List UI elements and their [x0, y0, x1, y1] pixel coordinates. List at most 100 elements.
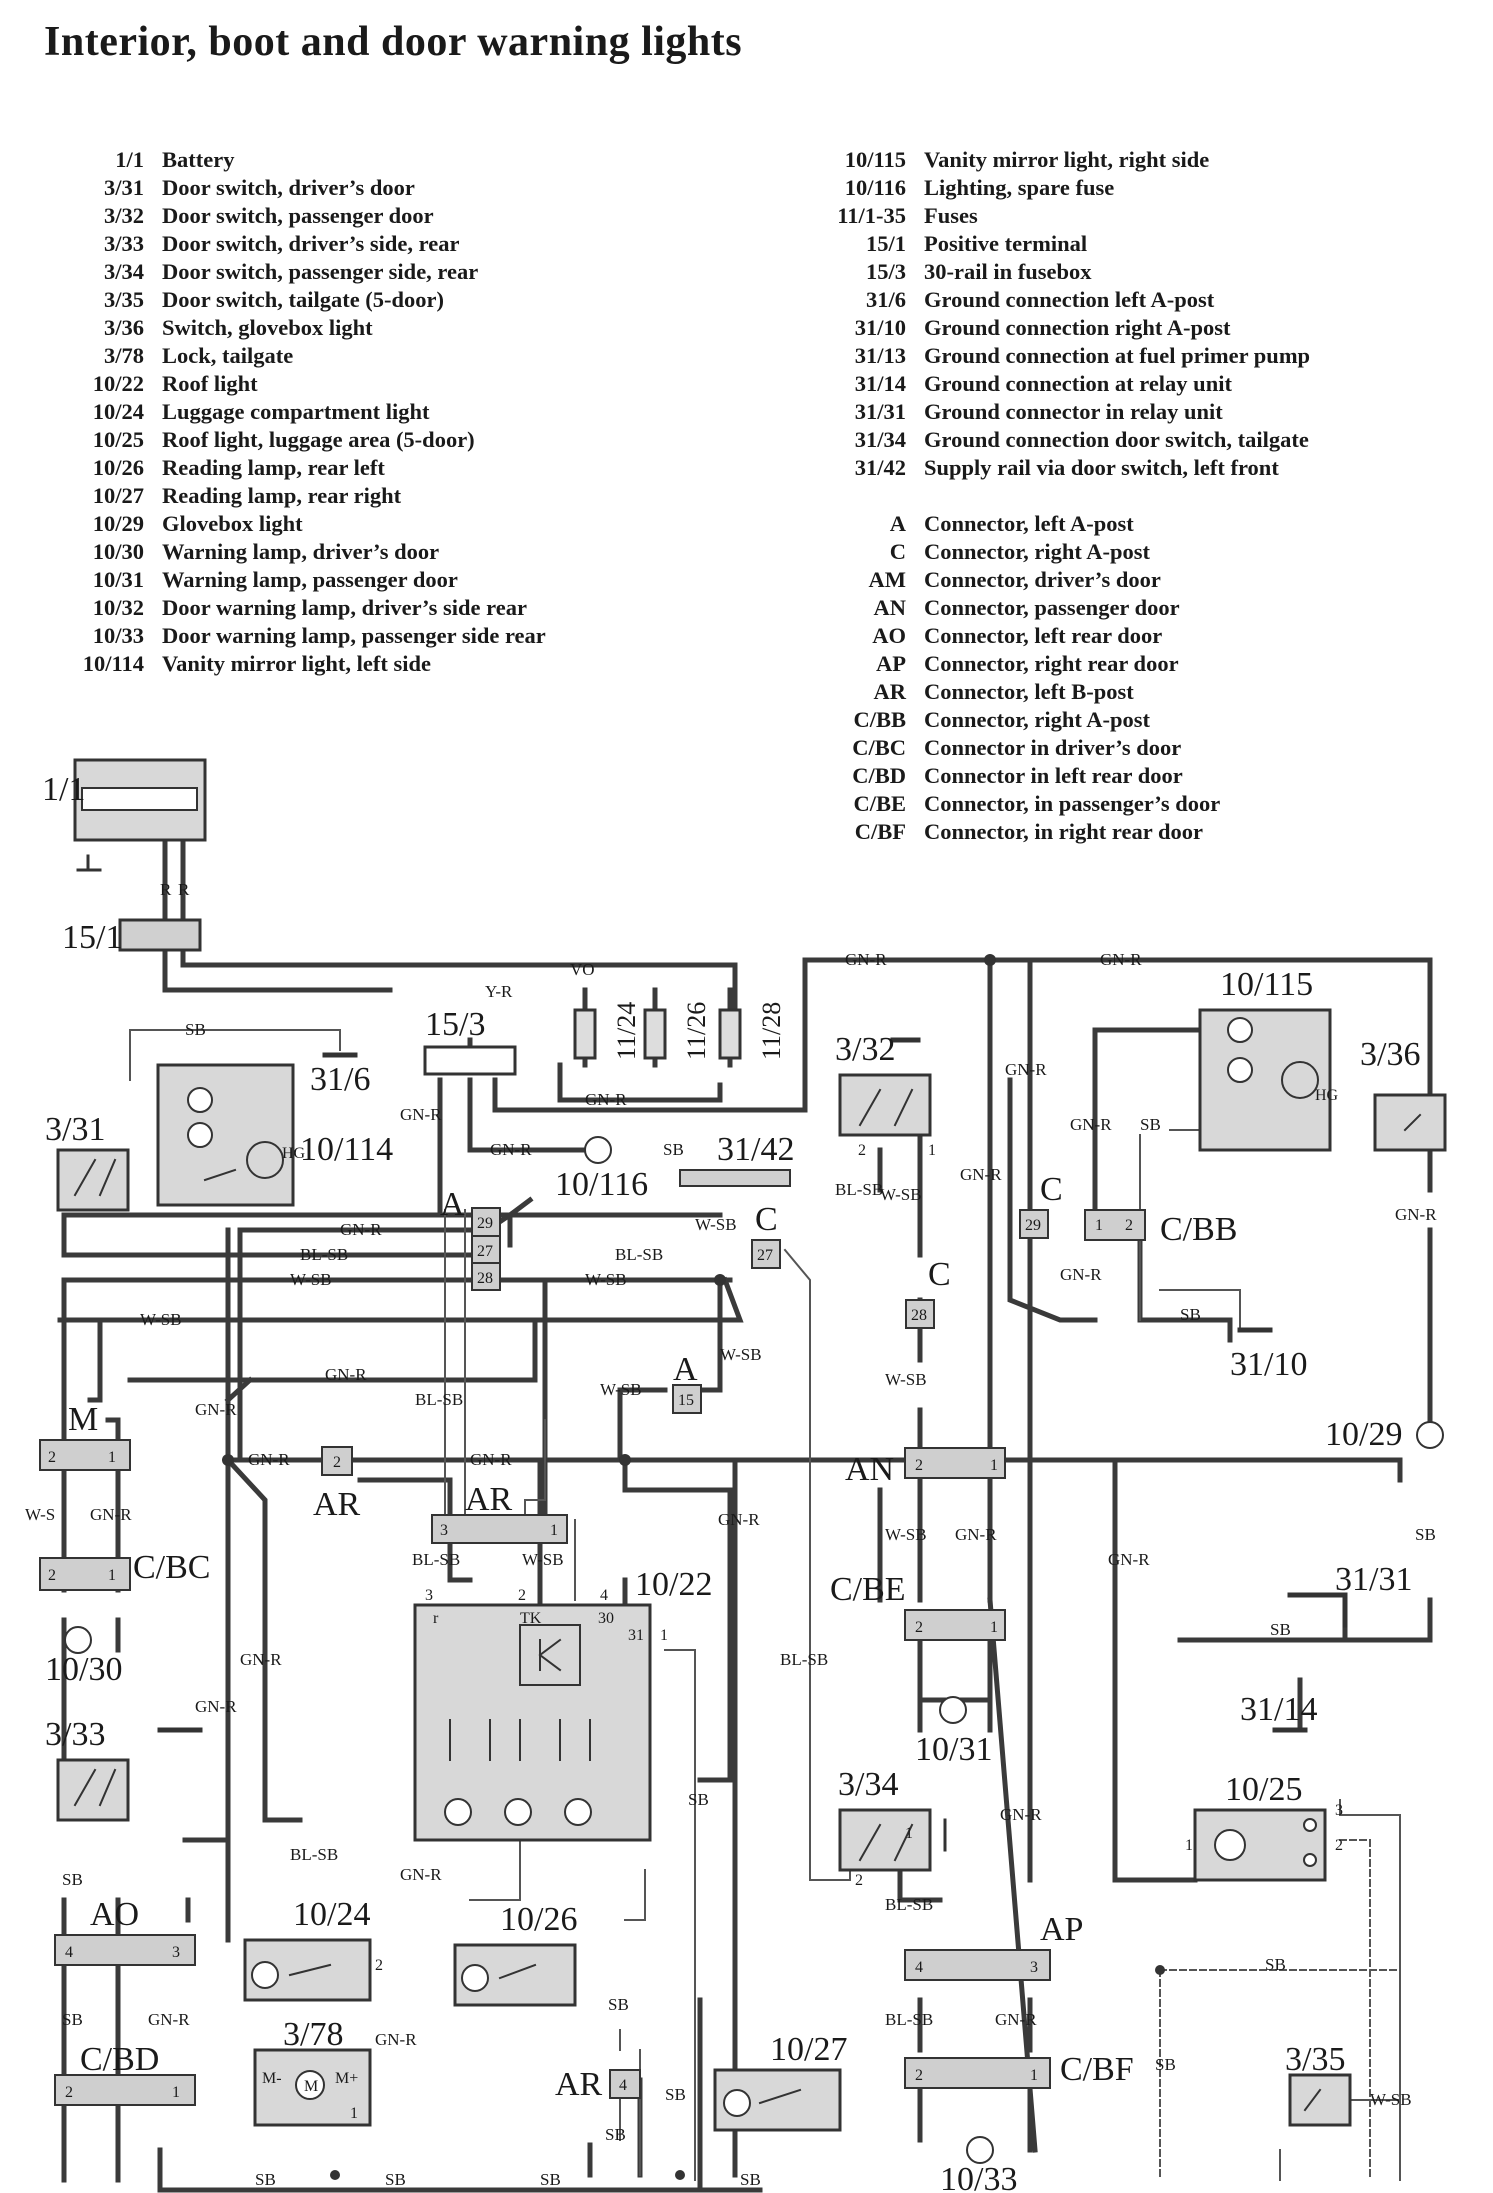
- label-switch-driver-rear: 3/33: [45, 1716, 105, 1753]
- legend-description: Ground connection door switch, tailgate: [924, 427, 1309, 452]
- label-gnd-31-6: 31/6: [310, 1061, 370, 1098]
- fuse-11-28: [718, 1008, 742, 1060]
- svg-text:SB: SB: [540, 2170, 561, 2189]
- svg-text:HG: HG: [1315, 1087, 1339, 1104]
- svg-text:3: 3: [440, 1522, 448, 1539]
- legend-description: Ground connection at fuel primer pump: [924, 343, 1311, 368]
- label-spare-fuse: 10/116: [555, 1166, 648, 1203]
- legend-description: Fuses: [924, 203, 978, 228]
- legend-description: Connector, passenger door: [924, 595, 1180, 620]
- label-connector-c3: C: [1040, 1171, 1063, 1208]
- svg-text:SB: SB: [255, 2170, 276, 2189]
- switch-tailgate: [1288, 2073, 1352, 2127]
- svg-text:M: M: [304, 2078, 318, 2095]
- legend-code: 10/26: [92, 455, 144, 480]
- svg-text:2: 2: [48, 1567, 56, 1584]
- svg-text:SB: SB: [62, 1870, 83, 1889]
- connector-cbc: [39, 1557, 131, 1591]
- svg-text:1: 1: [550, 1522, 558, 1539]
- label-switch-driver: 3/31: [45, 1111, 105, 1148]
- svg-text:R: R: [160, 880, 172, 899]
- svg-text:2: 2: [915, 1619, 923, 1636]
- svg-text:W-SB: W-SB: [880, 1185, 922, 1204]
- legend-description: Connector, driver’s door: [924, 567, 1161, 592]
- connector-cbf: [904, 2057, 1051, 2089]
- legend-description: Door warning lamp, driver’s side rear: [162, 595, 527, 620]
- legend-code: 10/25: [92, 427, 144, 452]
- svg-text:SB: SB: [1265, 1955, 1286, 1974]
- svg-text:GN-R: GN-R: [195, 1697, 237, 1716]
- legend-code: 31/10: [854, 315, 906, 340]
- svg-text:GN-R: GN-R: [1100, 950, 1142, 969]
- legend-description: Lighting, spare fuse: [924, 175, 1115, 200]
- legend-code: 10/114: [82, 651, 144, 676]
- switch-driver-door: [56, 1148, 130, 1212]
- label-connector-an: AN: [845, 1451, 894, 1488]
- svg-text:2: 2: [65, 2084, 73, 2101]
- legend-description: Supply rail via door switch, left front: [924, 455, 1279, 480]
- svg-text:M-: M-: [262, 2070, 282, 2087]
- svg-text:1: 1: [350, 2105, 358, 2122]
- svg-text:28: 28: [911, 1307, 927, 1324]
- legend-description: Connector, right rear door: [924, 651, 1179, 676]
- ground-31-31-symbol: [1287, 1592, 1348, 1628]
- label-connector-c1: C: [755, 1201, 778, 1238]
- svg-text:SB: SB: [62, 2010, 83, 2029]
- legend-code: 31/42: [854, 455, 906, 480]
- legend-description: Roof light, luggage area (5-door): [162, 427, 475, 452]
- svg-text:W-SB: W-SB: [522, 1550, 564, 1569]
- svg-text:2: 2: [375, 1957, 383, 1974]
- svg-text:BL-SB: BL-SB: [415, 1390, 463, 1409]
- svg-text:GN-R: GN-R: [955, 1525, 997, 1544]
- legend-description: Ground connection right A-post: [924, 315, 1231, 340]
- thin-wires: [129, 1029, 1401, 2181]
- legend-code: 10/116: [844, 175, 906, 200]
- svg-text:3: 3: [1335, 1802, 1343, 1819]
- connector-ap: [904, 1949, 1051, 1981]
- legend-code: 3/33: [103, 231, 144, 256]
- legend-description: Reading lamp, rear right: [162, 483, 402, 508]
- svg-text:1: 1: [990, 1457, 998, 1474]
- svg-text:2: 2: [855, 1872, 863, 1889]
- legend-description: Connector, left B-post: [924, 679, 1134, 704]
- svg-text:SB: SB: [1180, 1305, 1201, 1324]
- legend-code: 31/31: [854, 399, 906, 424]
- svg-text:GN-R: GN-R: [248, 1450, 290, 1469]
- svg-text:GN-R: GN-R: [1060, 1265, 1102, 1284]
- legend-description: Door switch, passenger door: [162, 203, 434, 228]
- label-gnd-31-31: 31/31: [1335, 1561, 1412, 1598]
- svg-text:GN-R: GN-R: [1070, 1115, 1112, 1134]
- fuse-11-24: [573, 1008, 597, 1060]
- connector-ao: [54, 1934, 196, 1966]
- label-switch-tailgate: 3/35: [1285, 2041, 1345, 2078]
- legend-code: 15/1: [865, 231, 906, 256]
- legend-code: AP: [876, 651, 906, 676]
- svg-text:1: 1: [108, 1567, 116, 1584]
- svg-text:4: 4: [915, 1959, 923, 1976]
- svg-text:2: 2: [858, 1142, 866, 1159]
- positive-terminal: [118, 918, 202, 952]
- svg-text:GN-R: GN-R: [90, 1505, 132, 1524]
- label-connector-cbb: C/BB: [1160, 1211, 1237, 1248]
- legend-description: Luggage compartment light: [162, 399, 430, 424]
- label-connector-ao: AO: [90, 1896, 139, 1933]
- legend-description: Connector in driver’s door: [924, 735, 1182, 760]
- svg-text:27: 27: [477, 1243, 493, 1260]
- junctions: [222, 954, 1165, 2180]
- svg-text:GN-R: GN-R: [718, 1510, 760, 1529]
- legend-code: 10/27: [92, 483, 144, 508]
- svg-text:GN-R: GN-R: [340, 1220, 382, 1239]
- label-battery: 1/1: [42, 771, 85, 808]
- legend-row: 31/42 Supply rail via door switch, left f…: [800, 454, 1310, 482]
- svg-text:11/28: 11/28: [757, 1002, 786, 1060]
- glovebox-lamp: [1416, 1421, 1444, 1449]
